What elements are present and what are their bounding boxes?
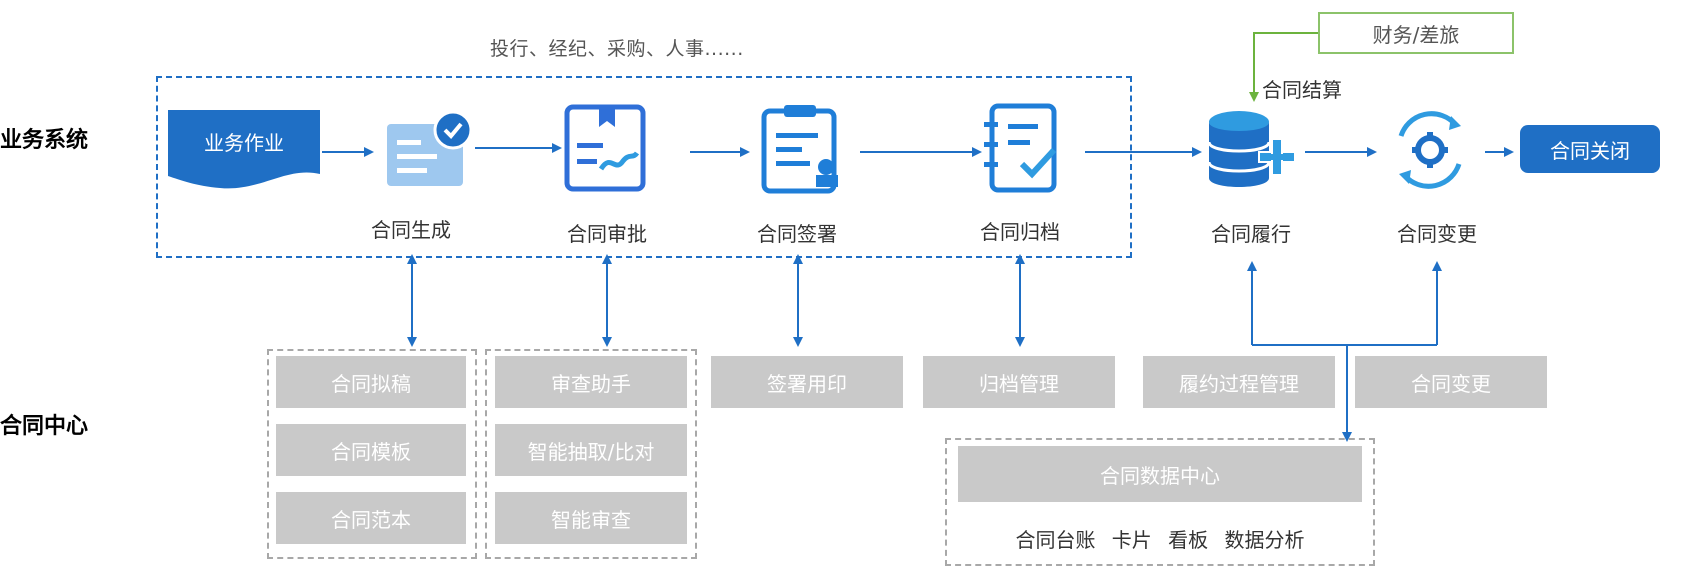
step-label-sign: 合同签署 <box>757 222 837 246</box>
business-doc-label: 业务作业 <box>204 131 284 155</box>
arrow-finance-settlement <box>1249 32 1318 102</box>
step-label-perform: 合同履行 <box>1211 222 1291 246</box>
contract-generate-icon <box>387 110 473 186</box>
step-label-generate: 合同生成 <box>371 218 451 242</box>
settlement-label: 合同结算 <box>1262 78 1342 102</box>
group-review-frame <box>485 349 697 559</box>
contract-sign-icon <box>761 105 838 194</box>
finance-travel-box: 财务/差旅 <box>1318 12 1514 54</box>
top-note: 投行、经纪、采购、人事...... <box>490 38 744 60</box>
box-contract-drafting: 合同拟稿 <box>276 356 466 408</box>
contract-perform-icon <box>1207 111 1295 187</box>
data-center-frame <box>945 438 1375 566</box>
group-drafting-frame <box>267 349 477 559</box>
contract-change-icon <box>1398 111 1462 189</box>
step-label-archive: 合同归档 <box>980 220 1060 244</box>
step-label-approve: 合同审批 <box>567 222 647 246</box>
row-label-business-system: 业务系统 <box>0 128 89 153</box>
business-doc-shape <box>168 110 320 189</box>
box-review-assistant: 审查助手 <box>495 356 687 408</box>
box-seal: 签署用印 <box>711 356 903 408</box>
box-smart-review: 智能审查 <box>495 492 687 544</box>
data-center-ledger: 合同台账 卡片 看板 数据分析 <box>1015 528 1305 552</box>
business-flow-frame <box>156 76 1132 258</box>
data-center-title: 合同数据中心 <box>958 446 1362 502</box>
contract-approve-icon <box>564 104 646 192</box>
contract-archive-icon <box>984 103 1057 193</box>
contract-close-box: 合同关闭 <box>1520 125 1660 173</box>
box-archive-management: 归档管理 <box>923 356 1115 408</box>
step-label-change: 合同变更 <box>1397 222 1477 246</box>
box-contract-template: 合同模板 <box>276 424 466 476</box>
box-smart-extract: 智能抽取/比对 <box>495 424 687 476</box>
box-performance-process: 履约过程管理 <box>1143 356 1335 408</box>
box-contract-sample: 合同范本 <box>276 492 466 544</box>
row-label-contract-center: 合同中心 <box>0 414 89 439</box>
box-contract-change: 合同变更 <box>1355 356 1547 408</box>
